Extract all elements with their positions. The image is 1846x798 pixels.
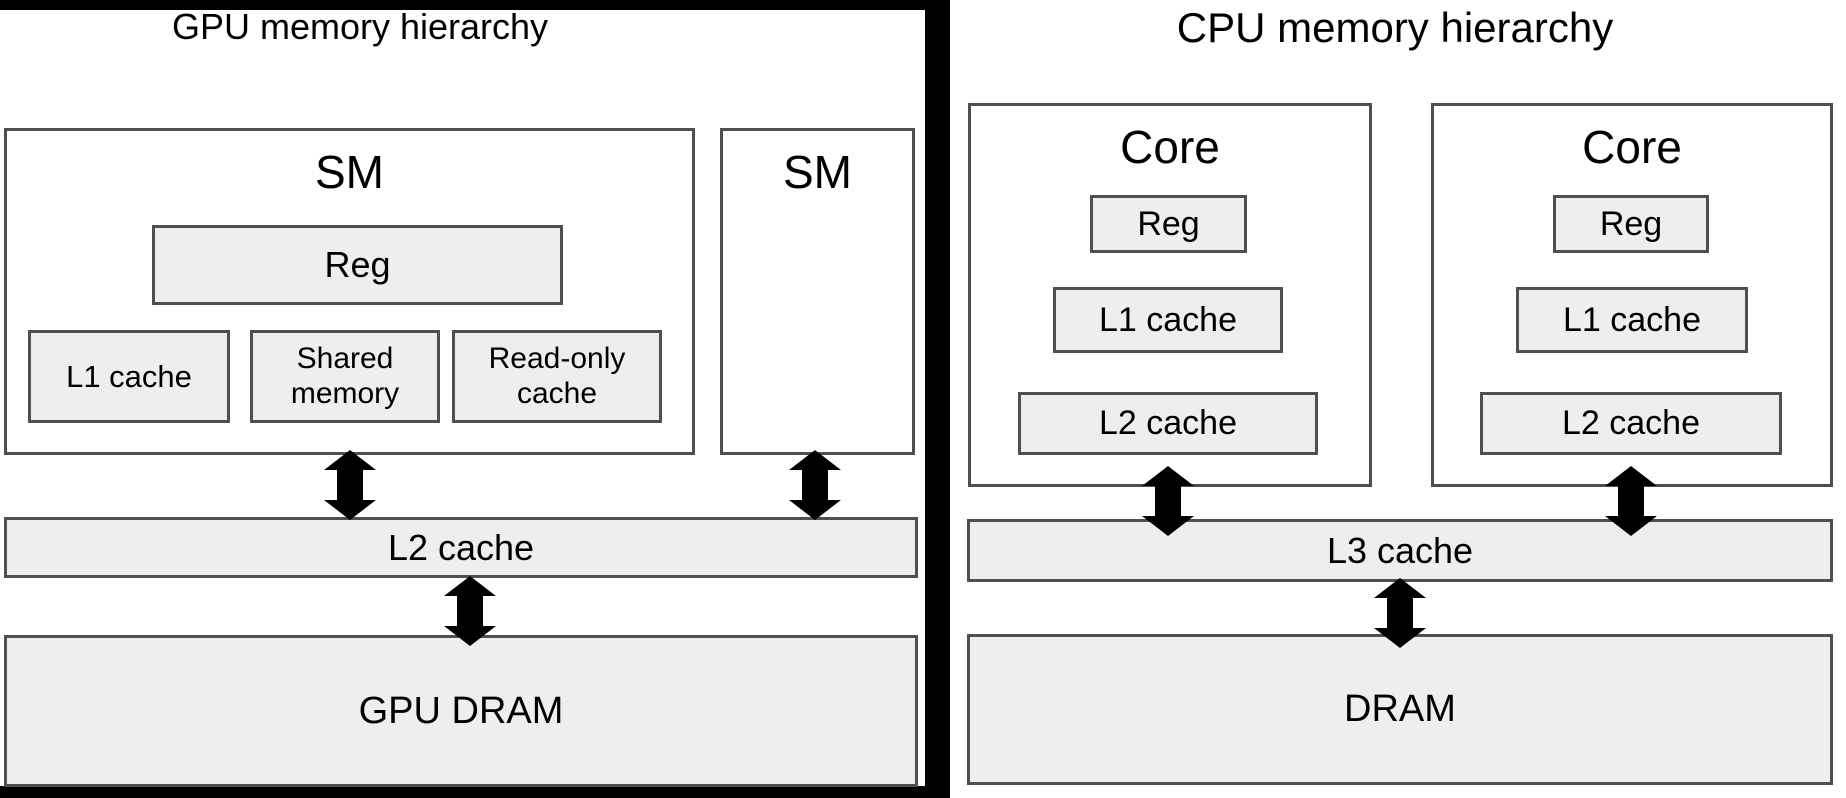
panel-divider-bar [925, 0, 950, 798]
cpu-core2-l2-cache-box: L2 cache [1480, 392, 1782, 455]
cpu-dram-label: DRAM [1344, 688, 1456, 730]
cpu-l3-cache-bar: L3 cache [967, 519, 1833, 582]
gpu-l1-cache-label: L1 cache [66, 358, 192, 394]
cpu-core1-register-label: Reg [1137, 204, 1200, 243]
cpu-core1-l1-cache-box: L1 cache [1053, 287, 1283, 353]
gpu-shared-memory-label: Shared memory [291, 342, 399, 411]
cpu-panel-title: CPU memory hierarchy [1176, 4, 1614, 51]
cpu-core2-l1-cache-box: L1 cache [1516, 287, 1748, 353]
cpu-core2-l1-cache-label: L1 cache [1563, 300, 1701, 339]
gpu-read-only-line2: cache [516, 376, 598, 410]
cpu-core1-label: Core [1120, 121, 1220, 173]
double-arrow-icon [1605, 466, 1657, 536]
gpu-dram-label: GPU DRAM [358, 689, 564, 732]
gpu-dram-box: GPU DRAM [4, 635, 918, 787]
cpu-core2-label: Core [1582, 121, 1682, 173]
double-arrow-icon [324, 450, 376, 520]
gpu-shared-memory-line1: Shared [296, 342, 394, 375]
cpu-core2-register-box: Reg [1553, 195, 1709, 253]
gpu-read-only-cache-label: Read-only cache [489, 342, 626, 411]
cpu-dram-box: DRAM [967, 634, 1833, 785]
gpu-register-label: Reg [324, 244, 391, 285]
cpu-core1-register-box: Reg [1090, 195, 1247, 253]
gpu-panel-bottom-border [0, 786, 950, 798]
gpu-shared-memory-box: Shared memory [250, 330, 440, 423]
gpu-read-only-cache-box: Read-only cache [452, 330, 662, 423]
gpu-sm-small-box: SM [720, 128, 915, 455]
gpu-sm-large-label: SM [315, 146, 384, 198]
double-arrow-icon [444, 576, 496, 646]
gpu-shared-memory-line2: memory [290, 376, 400, 410]
double-arrow-icon [789, 450, 841, 520]
cpu-core1-l2-cache-box: L2 cache [1018, 392, 1318, 455]
cpu-core2-register-label: Reg [1599, 204, 1663, 243]
double-arrow-icon [1374, 578, 1426, 648]
gpu-read-only-line1: Read-only [488, 342, 626, 375]
gpu-l1-cache-box: L1 cache [28, 330, 230, 423]
gpu-panel-title: GPU memory hierarchy [171, 6, 549, 47]
gpu-l2-cache-bar: L2 cache [4, 517, 918, 578]
gpu-register-box: Reg [152, 225, 563, 305]
cpu-core1-l1-cache-label: L1 cache [1099, 300, 1237, 339]
cpu-core1-l2-cache-label: L2 cache [1099, 404, 1237, 442]
cpu-core2-l2-cache-label: L2 cache [1562, 404, 1700, 442]
gpu-panel-top-border [0, 0, 950, 10]
gpu-l2-cache-label: L2 cache [387, 526, 535, 568]
double-arrow-icon [1142, 466, 1194, 536]
cpu-l3-cache-label: L3 cache [1326, 529, 1474, 571]
gpu-sm-small-label: SM [783, 146, 852, 198]
